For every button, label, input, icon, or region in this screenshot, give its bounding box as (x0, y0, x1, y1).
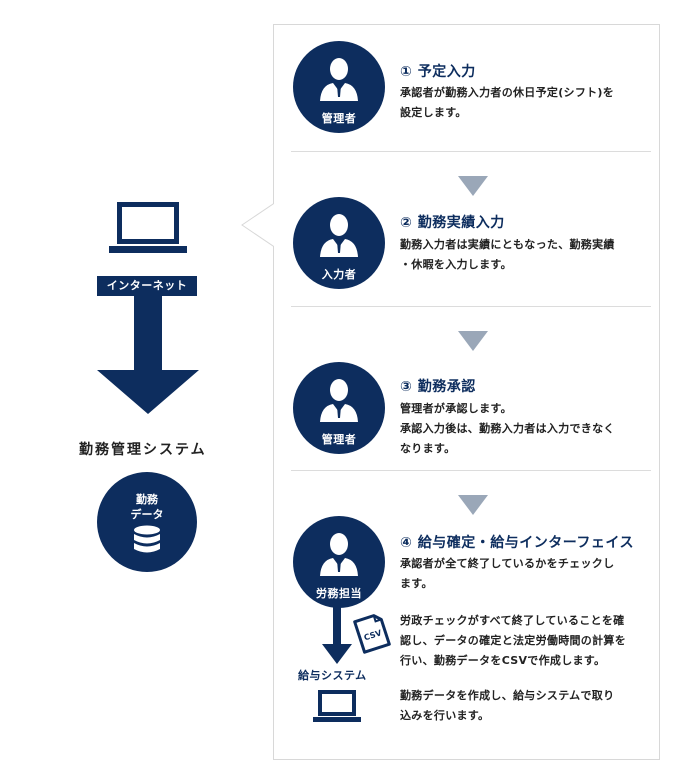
divider (291, 306, 651, 307)
csv-file-icon: CSV (353, 614, 391, 654)
divider (291, 151, 651, 152)
database-label-1: 勤務 (136, 493, 158, 506)
down-arrow-icon (97, 296, 199, 414)
database-label-2: データ (130, 508, 164, 521)
role-label: 入力者 (321, 268, 357, 281)
step-description: 承認者が勤務入力者の休日予定(シフト)を 設定します。 (400, 86, 615, 119)
manager-avatar-icon (293, 362, 385, 454)
payroll-arrow-icon (322, 606, 352, 664)
internet-label: インターネット (97, 276, 197, 296)
laptop-icon (109, 202, 187, 253)
laptop-icon (313, 690, 361, 722)
role-label: 労務担当 (316, 587, 362, 600)
step-description-import: 勤務データを作成し、給与システムで取り 込みを行います。 (400, 689, 615, 722)
labor-staff-avatar-icon (293, 516, 385, 608)
step-title: ② 勤務実績入力 (400, 215, 505, 231)
step-title: ④ 給与確定・給与インターフェイス (400, 535, 634, 551)
database-icon (134, 525, 160, 553)
role-label: 管理者 (321, 433, 357, 446)
system-label: 勤務管理システム (79, 442, 207, 458)
step-description-csv: 労政チェックがすべて終了していることを確 認し、データの確定と法定労働時間の計算… (400, 614, 626, 667)
user-avatar-icon (293, 197, 385, 289)
step-title: ③ 勤務承認 (400, 379, 476, 395)
manager-avatar-icon (293, 41, 385, 133)
step-title: ① 予定入力 (400, 64, 476, 80)
payroll-system-label: 給与システム (298, 669, 367, 682)
database-circle (97, 472, 197, 572)
panel-pointer (241, 200, 276, 250)
step-description: 勤務入力者は実績にともなった、勤務実績 ・休暇を入力します。 (400, 238, 615, 271)
step-arrow-icon (458, 331, 488, 351)
step-description: 管理者が承認します。 承認入力後は、勤務入力者は入力できなく なります。 (400, 402, 615, 455)
divider (291, 470, 651, 471)
role-label: 管理者 (321, 112, 357, 125)
step-description: 承認者が全て終了しているかをチェックし ます。 (400, 557, 615, 590)
step-arrow-icon (458, 176, 488, 196)
step-arrow-icon (458, 495, 488, 515)
